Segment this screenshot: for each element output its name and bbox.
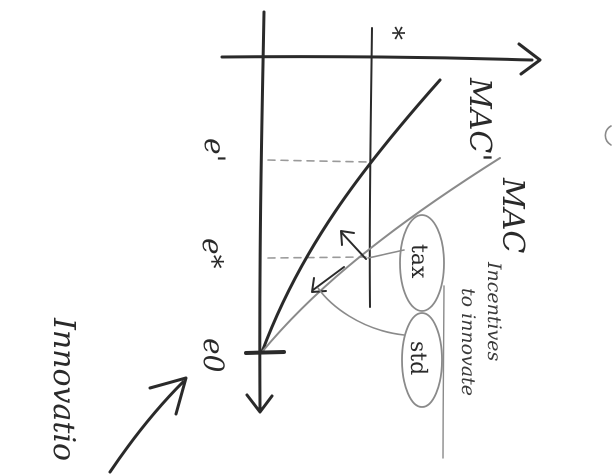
- tax-circle: [399, 214, 445, 312]
- annotation-underline: [442, 285, 445, 459]
- mac-label: MAC: [495, 177, 530, 253]
- tick-label-e-zero: e0: [197, 338, 230, 372]
- tax-label: tax: [406, 244, 431, 279]
- left-axis-line: [258, 10, 266, 410]
- side-label: Innovatio: [46, 317, 81, 461]
- dashed-guide-e-prime: [267, 159, 369, 163]
- innovation-arrow-head: [148, 376, 188, 416]
- tax-connector: [367, 249, 405, 259]
- innovation-arrow-shaft: [108, 380, 185, 474]
- tick-label-e-star: e*: [196, 238, 229, 269]
- top-axis-line: [220, 55, 534, 62]
- annotation-line-2: to innovate: [457, 288, 479, 396]
- tax-shift-arrow: [341, 232, 367, 260]
- std-shift-arrow: [312, 266, 345, 291]
- mac-curve: [261, 157, 501, 353]
- top-axis-arrowhead: [517, 42, 542, 76]
- std-connector: [317, 287, 405, 336]
- std-label: std: [405, 341, 430, 375]
- std-circle: [401, 312, 443, 408]
- left-axis-arrowhead: [245, 393, 274, 414]
- tax-shift-arrowhead: [340, 230, 355, 246]
- mac-prime-curve: [260, 78, 442, 354]
- vertical-guide-line: [368, 27, 373, 308]
- dashed-guide-e-star: [267, 256, 367, 259]
- tick-label-e-prime: e': [198, 138, 231, 162]
- mac-prime-label: MAC': [462, 77, 497, 162]
- annotation-line-1: Incentives: [483, 261, 505, 362]
- star-fragment-label: *: [377, 26, 410, 40]
- origin-mark: [244, 350, 286, 355]
- edge-mark: [604, 125, 612, 146]
